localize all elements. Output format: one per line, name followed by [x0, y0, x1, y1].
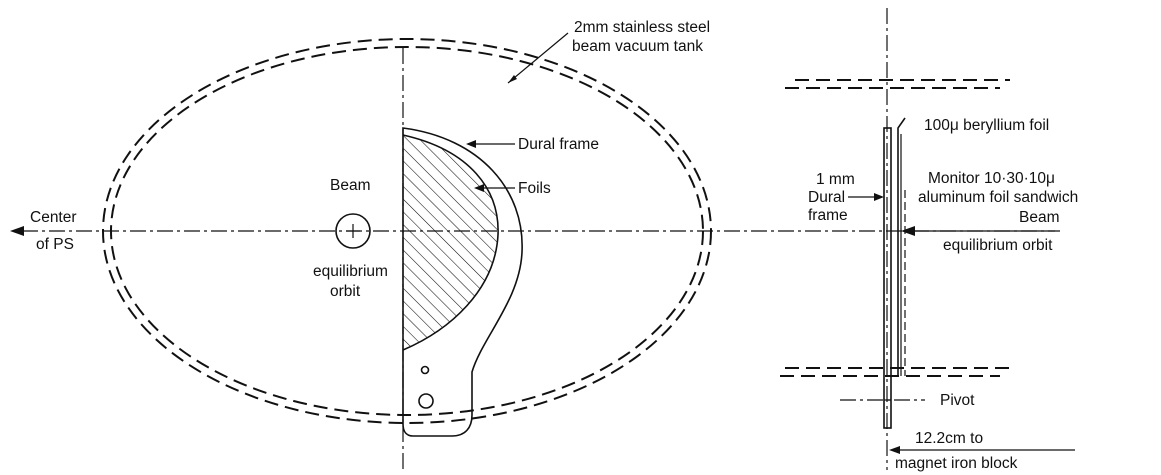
frame-small-hole	[420, 365, 430, 375]
side-dural-frame	[883, 127, 892, 429]
tank-leader	[507, 32, 569, 84]
beam-label: Beam	[330, 177, 371, 194]
beryllium-foil	[897, 117, 906, 134]
frame-1mm-line2: Dural	[808, 189, 845, 206]
frame-1mm-line3: frame	[808, 207, 848, 224]
orbit-label: orbit	[330, 283, 361, 300]
distance-label-line2: magnet iron block	[895, 455, 1018, 472]
monitor-label-line1: Monitor 10·30·10μ	[928, 170, 1055, 187]
beryllium-label: 100μ beryllium foil	[924, 117, 1049, 134]
equilibrium-orbit-label: equilibrium orbit	[943, 237, 1053, 254]
monitor-label-line2: aluminum foil sandwich	[918, 189, 1078, 206]
dural-frame-label: Dural frame	[518, 136, 599, 153]
pivot-label: Pivot	[940, 392, 975, 409]
foils-outline	[402, 134, 499, 351]
beam-arrow-head	[901, 226, 915, 236]
tank-label-line2: beam vacuum tank	[572, 38, 703, 55]
dural-frame-outline	[402, 127, 523, 437]
center-arrow-head	[10, 226, 24, 236]
foils-hatch	[403, 135, 499, 350]
frame-pivot-hole	[418, 393, 434, 409]
tank-label-line1: 2mm stainless steel	[574, 19, 710, 36]
distance-label-line1: 12.2cm to	[915, 430, 983, 447]
frame-1mm-line1: 1 mm	[816, 171, 855, 188]
beam-right-label: Beam	[1019, 209, 1060, 226]
equilibrium-label: equilibrium	[313, 263, 388, 280]
center-label-line2: of PS	[36, 236, 74, 253]
foils-label: Foils	[518, 180, 551, 197]
beam-circle	[335, 213, 371, 249]
center-label-line1: Center	[30, 209, 77, 226]
